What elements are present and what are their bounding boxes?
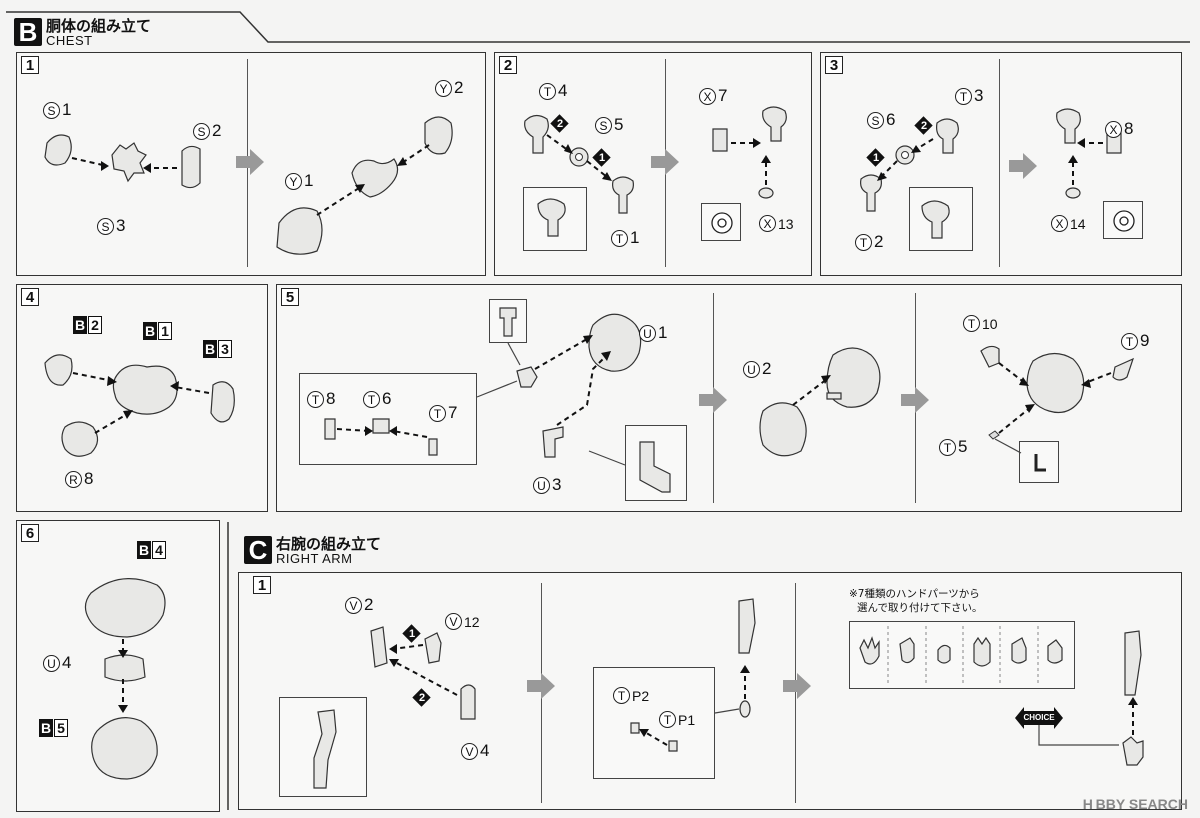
step-c1-panel: 1 xyxy=(238,572,1182,810)
hand-parts-box xyxy=(849,621,1075,689)
order-1-icon: 1 xyxy=(592,148,611,167)
section-c-header-line xyxy=(227,522,229,810)
section-c-letter: C xyxy=(244,536,272,564)
next-arrow-icon xyxy=(1009,153,1037,179)
next-arrow-icon xyxy=(651,149,679,175)
detail-inset xyxy=(701,203,741,241)
order-2-icon: 2 xyxy=(914,116,933,135)
choice-label: CHOICE xyxy=(1023,713,1055,722)
next-arrow-icon xyxy=(236,149,264,175)
detail-inset xyxy=(625,425,687,501)
section-b-title-jp: 胴体の組み立て xyxy=(46,17,152,35)
detail-inset xyxy=(279,697,367,797)
section-b-title-en: CHEST xyxy=(46,33,93,48)
step-4-diagram xyxy=(44,354,235,457)
detail-inset xyxy=(1103,201,1143,239)
step-divider xyxy=(999,59,1000,267)
section-c-header: C 右腕の組み立て RIGHT ARM xyxy=(244,536,381,565)
next-arrow-icon xyxy=(527,673,555,699)
order-1-icon: 1 xyxy=(866,148,885,167)
order-2-icon: 2 xyxy=(550,114,569,133)
next-arrow-icon xyxy=(901,387,929,413)
order-1-icon: 1 xyxy=(402,624,421,643)
step-3-number: 3 xyxy=(825,56,843,74)
step-4-number: 4 xyxy=(21,288,39,306)
order-2-icon: 2 xyxy=(412,688,431,707)
step-1-number: 1 xyxy=(21,56,39,74)
section-b-header-line xyxy=(6,11,1190,43)
section-c-title-en: RIGHT ARM xyxy=(276,551,353,566)
next-arrow-icon xyxy=(699,387,727,413)
step-2-diagram xyxy=(524,106,787,214)
step-2-number: 2 xyxy=(499,56,517,74)
sub-assembly-box xyxy=(593,667,715,779)
hand-parts-note: ※7種類のハンドパーツから 選んで取り付けて下さい。 xyxy=(849,588,983,614)
watermark: H BBY SEARCH xyxy=(1082,796,1188,812)
step-divider xyxy=(795,583,796,803)
step-5-number: 5 xyxy=(281,288,299,306)
detail-inset xyxy=(909,187,973,251)
step-c1-number: 1 xyxy=(253,576,271,594)
step-5-panel: 5 xyxy=(276,284,1182,512)
next-arrow-icon xyxy=(783,673,811,699)
detail-inset xyxy=(523,187,587,251)
step-5-diagram xyxy=(324,313,1134,466)
section-c-title-jp: 右腕の組み立て xyxy=(276,535,382,553)
step-6-number: 6 xyxy=(21,524,39,542)
detail-inset xyxy=(489,299,527,343)
step-1-diagram xyxy=(44,116,453,255)
choice-badge: CHOICE xyxy=(1015,707,1063,729)
step-c1-diagram xyxy=(370,598,1144,766)
section-b-letter: B xyxy=(14,18,42,46)
detail-inset xyxy=(1019,441,1059,483)
step-6-diagram xyxy=(84,578,166,780)
section-b-header: B 胴体の組み立て CHEST xyxy=(14,18,151,47)
